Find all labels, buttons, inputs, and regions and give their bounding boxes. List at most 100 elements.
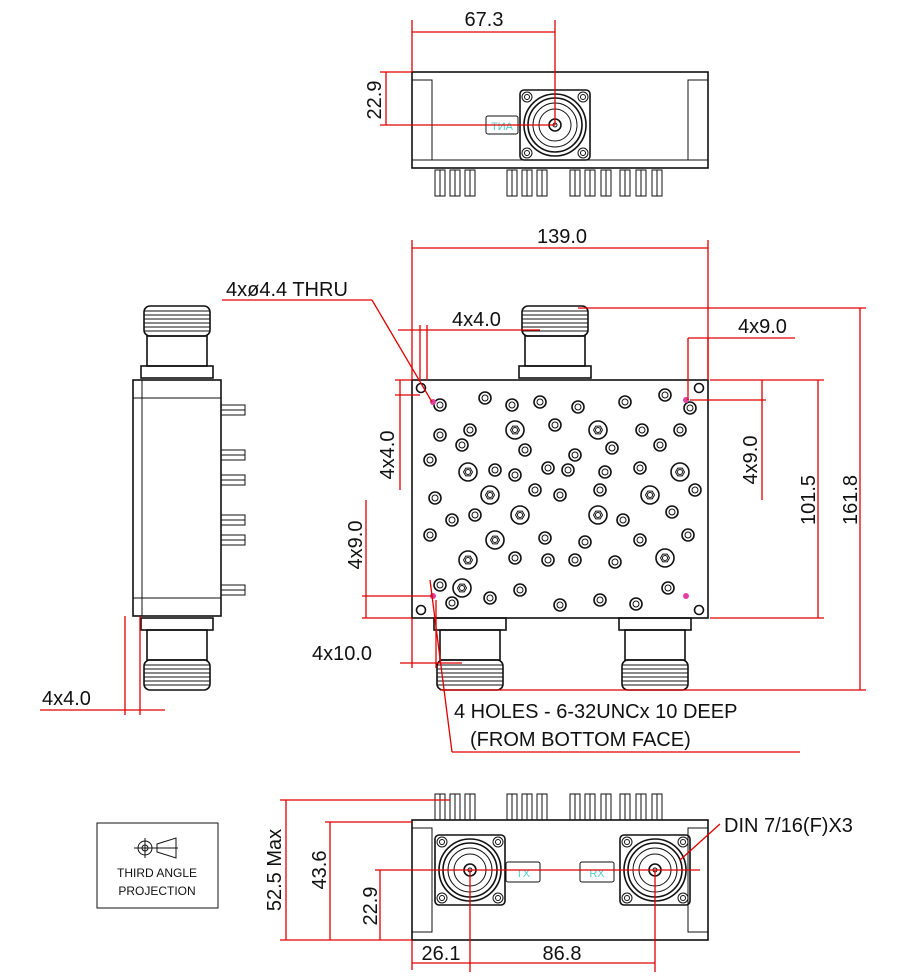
connector-note: DIN 7/16(F)X3 <box>724 815 853 837</box>
mounting-hole <box>415 604 427 616</box>
connector-base <box>140 365 214 379</box>
screw-center <box>619 516 627 524</box>
tuning-screw <box>528 483 542 497</box>
screw-center <box>458 441 466 449</box>
rx-connector-side <box>618 617 692 691</box>
dim-139-0: 139.0 <box>537 226 587 248</box>
tuning-screw <box>541 553 555 567</box>
tuning-screw <box>578 535 592 549</box>
tuning-screw <box>661 581 675 595</box>
screw-center <box>426 456 434 464</box>
screw-center <box>466 426 474 434</box>
screw-center <box>541 534 549 542</box>
screw-center <box>508 401 516 409</box>
screw-center <box>516 586 524 594</box>
tuning-screw <box>653 438 667 452</box>
tuning-screw <box>598 465 612 479</box>
screw-nut <box>456 583 468 593</box>
flange-hole <box>577 91 589 103</box>
tuning-screw <box>483 591 497 605</box>
tuning-screw <box>445 596 459 610</box>
flange-hole <box>521 91 533 103</box>
screw-center <box>601 468 609 476</box>
top-connector-side <box>140 305 214 379</box>
connector-base <box>140 617 214 631</box>
screw-nut <box>659 553 671 563</box>
tuning-screw <box>458 550 478 570</box>
tuning-screw <box>665 505 679 519</box>
flange-hole <box>436 836 448 848</box>
screw-center <box>621 398 629 406</box>
flange-hole-inner <box>439 895 445 901</box>
flange-hole-inner <box>495 895 501 901</box>
top-view: ANT 67.3 22.9 <box>364 9 709 197</box>
tuning-screw <box>433 578 447 592</box>
flange-hole-inner <box>680 839 686 845</box>
tuning-screw <box>505 420 525 440</box>
screw-nut <box>674 467 686 477</box>
screw-center <box>486 594 494 602</box>
screw-center <box>556 491 564 499</box>
tuning-screw <box>608 555 622 569</box>
tuning-screw <box>452 578 472 598</box>
dim-4x9-right-v: 4x9.0 <box>740 436 762 485</box>
tapped-hole-note-1: 4 HOLES - 6-32UNCx 10 DEEP <box>454 701 737 723</box>
tuning-screw <box>688 483 702 497</box>
mounting-hole <box>693 382 705 394</box>
screw-center <box>611 558 619 566</box>
screw-nut <box>489 535 501 545</box>
dim-161-8: 161.8 <box>840 475 862 525</box>
flange-hole <box>436 892 448 904</box>
tuning-screw <box>423 528 437 542</box>
screw-nut <box>514 510 526 520</box>
tuning-screw <box>593 483 607 497</box>
flange-hole <box>492 892 504 904</box>
screw-center <box>426 531 434 539</box>
screw-center <box>511 554 519 562</box>
connector-base <box>518 365 592 379</box>
connector-body <box>439 629 501 661</box>
dim-101-5: 101.5 <box>798 475 820 525</box>
tuning-screw <box>571 400 585 414</box>
flange-hole-inner <box>495 839 501 845</box>
screw-center <box>684 531 692 539</box>
dim-26-1: 26.1 <box>422 943 461 965</box>
screw-center <box>656 441 664 449</box>
screw-center <box>487 492 493 498</box>
projection-symbol-icon <box>134 837 178 859</box>
port-label-tx: TX <box>516 868 531 880</box>
screw-center <box>636 536 644 544</box>
flange-hole-inner <box>624 839 630 845</box>
top-view-jacks <box>434 169 663 197</box>
tuning-screw <box>538 531 552 545</box>
flange-hole-inner <box>524 150 530 156</box>
dim-52-5-max: 52.5 Max <box>264 829 286 911</box>
screw-nut <box>484 490 496 500</box>
tuning-screw <box>553 598 567 612</box>
screw-center <box>465 557 471 563</box>
flange-hole-inner <box>439 839 445 845</box>
tuning-screw <box>488 463 502 477</box>
screw-center <box>465 469 471 475</box>
screw-center <box>431 494 439 502</box>
connector-body <box>146 335 208 367</box>
tuning-screw <box>635 423 649 437</box>
screw-center <box>448 599 456 607</box>
screw-center <box>596 596 604 604</box>
tuning-screw <box>458 462 478 482</box>
screw-center <box>668 508 676 516</box>
screw-nut <box>462 555 474 565</box>
tuning-screw <box>670 462 690 482</box>
tuning-screw <box>618 395 632 409</box>
dim-86-8: 86.8 <box>543 943 582 965</box>
tuning-screw <box>588 505 608 525</box>
tuning-screw <box>541 461 555 475</box>
third-angle-projection-box: THIRD ANGLE PROJECTION <box>96 822 219 909</box>
tuning-screw <box>468 508 482 522</box>
tuning-screw <box>633 461 647 475</box>
side-view: 4x4.0 <box>40 305 246 715</box>
screw-nut <box>592 425 604 435</box>
dim-4x10: 4x10.0 <box>312 643 372 665</box>
tuning-screw <box>683 401 697 415</box>
flange-hole <box>677 836 689 848</box>
